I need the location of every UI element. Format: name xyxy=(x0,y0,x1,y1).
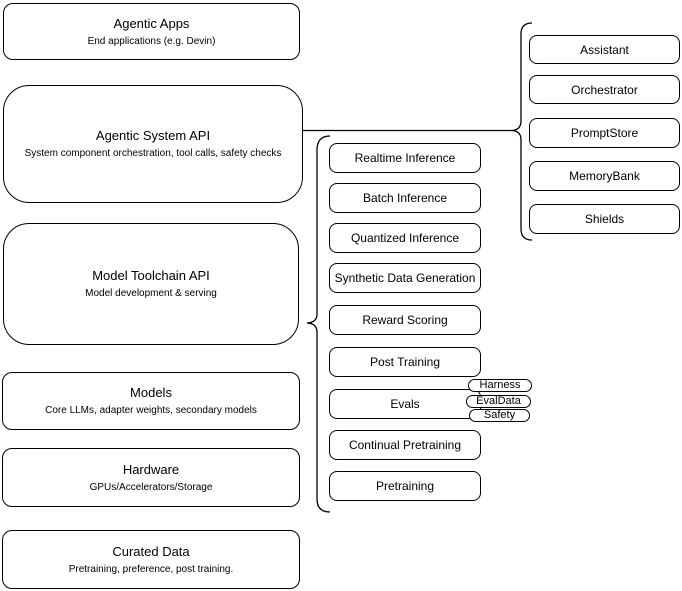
tag-evaldata: EvalData xyxy=(466,395,531,408)
node-curated-data: Curated Data Pretraining, preference, po… xyxy=(2,530,300,589)
tag-safety: Safety xyxy=(469,409,530,422)
node-evals: Evals xyxy=(329,389,481,419)
node-continual-pretraining: Continual Pretraining xyxy=(329,430,481,460)
node-title: Hardware xyxy=(122,461,180,477)
node-model-toolchain-api: Model Toolchain API Model development & … xyxy=(3,223,299,345)
node-models: Models Core LLMs, adapter weights, secon… xyxy=(2,372,300,430)
node-title: Curated Data xyxy=(112,543,190,559)
node-subtitle: End applications (e.g. Devin) xyxy=(87,35,216,47)
node-title: Models xyxy=(130,385,172,400)
toolchain-brace xyxy=(306,135,331,513)
node-subtitle: Model development & serving xyxy=(85,288,217,299)
tag-harness: Harness xyxy=(468,379,532,392)
system-brace xyxy=(511,22,533,241)
node-post-training: Post Training xyxy=(329,347,481,377)
node-synthetic-data-generation: Synthetic Data Generation xyxy=(329,263,481,293)
node-title: Agentic Apps xyxy=(113,15,190,31)
node-hardware: Hardware GPUs/Accelerators/Storage xyxy=(2,448,300,507)
node-realtime-inference: Realtime Inference xyxy=(329,143,481,173)
node-subtitle: GPUs/Accelerators/Storage xyxy=(89,481,213,493)
node-promptstore: PromptStore xyxy=(529,118,680,148)
node-subtitle: Pretraining, preference, post training. xyxy=(68,563,234,575)
node-batch-inference: Batch Inference xyxy=(329,183,481,213)
node-agentic-apps: Agentic Apps End applications (e.g. Devi… xyxy=(3,3,300,60)
node-assistant: Assistant xyxy=(529,35,680,64)
node-title: Agentic System API xyxy=(95,128,211,143)
node-reward-scoring: Reward Scoring xyxy=(329,305,481,335)
node-orchestrator: Orchestrator xyxy=(529,75,680,104)
node-title: Model Toolchain API xyxy=(92,268,210,283)
node-pretraining: Pretraining xyxy=(329,471,481,501)
node-agentic-system-api: Agentic System API System component orch… xyxy=(3,85,303,203)
node-subtitle: System component orchestration, tool cal… xyxy=(24,148,282,159)
node-shields: Shields xyxy=(529,204,680,234)
node-subtitle: Core LLMs, adapter weights, secondary mo… xyxy=(45,405,257,416)
node-quantized-inference: Quantized Inference xyxy=(329,223,481,253)
node-memorybank: MemoryBank xyxy=(529,161,680,191)
